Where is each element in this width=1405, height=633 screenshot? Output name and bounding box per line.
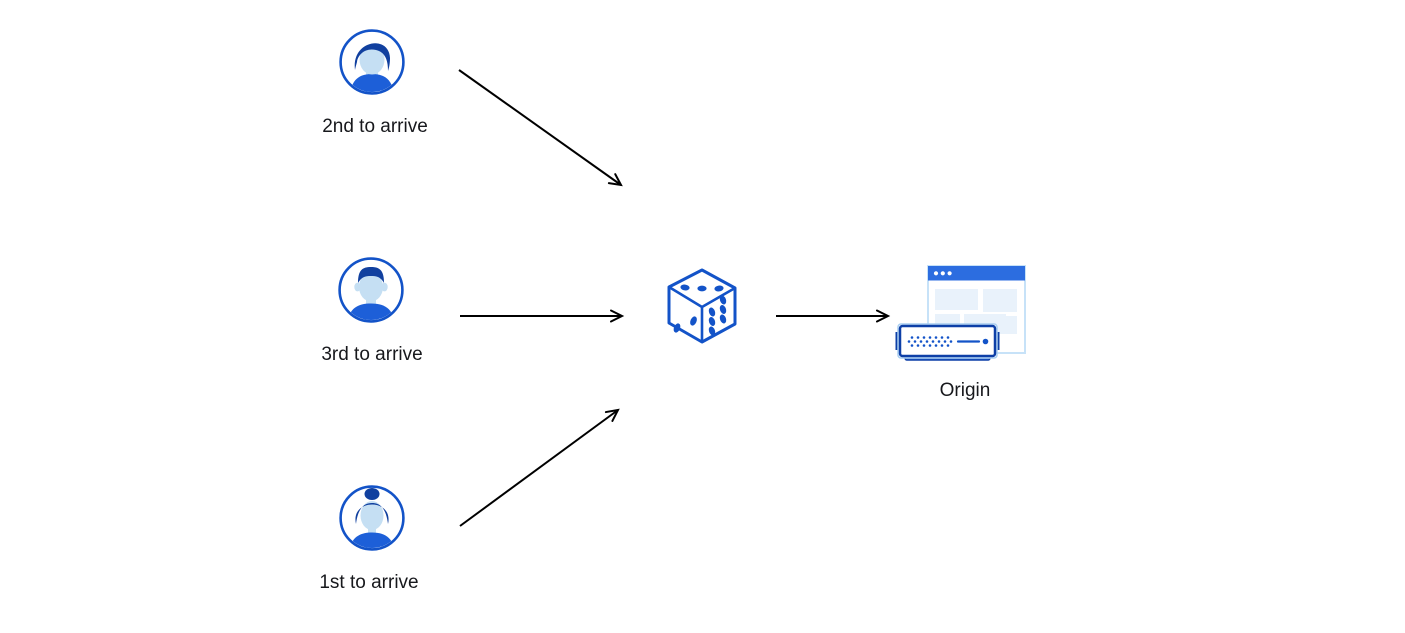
dice-pip <box>708 317 716 326</box>
avatar-face <box>359 272 383 302</box>
client-third-label: 3rd to arrive <box>321 344 423 365</box>
client-second-label: 2nd to arrive <box>322 116 428 137</box>
origin-server-icon <box>895 265 1026 361</box>
dice-pip <box>714 285 724 292</box>
dice-pip <box>719 314 727 324</box>
dice-pip <box>708 326 716 336</box>
dice-pip <box>680 284 690 291</box>
dice-pip <box>719 295 727 305</box>
male-avatar-icon <box>339 29 405 95</box>
avatar-ear <box>354 282 361 292</box>
client-first <box>338 484 406 552</box>
content-block <box>983 289 1017 312</box>
client-second <box>338 28 406 96</box>
browser-titlebar <box>928 266 1025 281</box>
origin-label: Origin <box>939 380 991 401</box>
avatar-hair <box>354 43 390 71</box>
dice-edges <box>668 285 736 342</box>
avatar-face <box>359 44 385 75</box>
avatar-face <box>360 501 384 530</box>
avatar-hair <box>358 267 384 283</box>
titlebar-dot <box>947 271 952 276</box>
server-box <box>898 324 997 358</box>
avatar-hair-bun <box>364 488 380 500</box>
dice-pip <box>708 307 716 317</box>
woman-avatar-icon <box>339 485 405 551</box>
avatar-ear <box>381 282 388 292</box>
titlebar-dot <box>940 271 945 276</box>
server-led-dot <box>982 338 989 345</box>
server-vent-dots <box>907 336 953 347</box>
man-avatar-icon <box>338 257 404 323</box>
dice-pip <box>697 285 707 292</box>
origin-node <box>895 262 1030 367</box>
dice-pip <box>673 323 681 333</box>
titlebar-dot <box>933 271 939 276</box>
dice-pip <box>690 316 697 326</box>
client-first-label: 1st to arrive <box>319 572 419 593</box>
dice-icon <box>667 268 737 344</box>
arrow-client-second-to-dice <box>458 69 623 187</box>
content-block <box>935 289 978 310</box>
client-third <box>337 256 405 324</box>
dice-node <box>665 266 739 346</box>
dice-pip <box>719 305 727 314</box>
arrow-client-first-to-dice <box>459 408 620 527</box>
